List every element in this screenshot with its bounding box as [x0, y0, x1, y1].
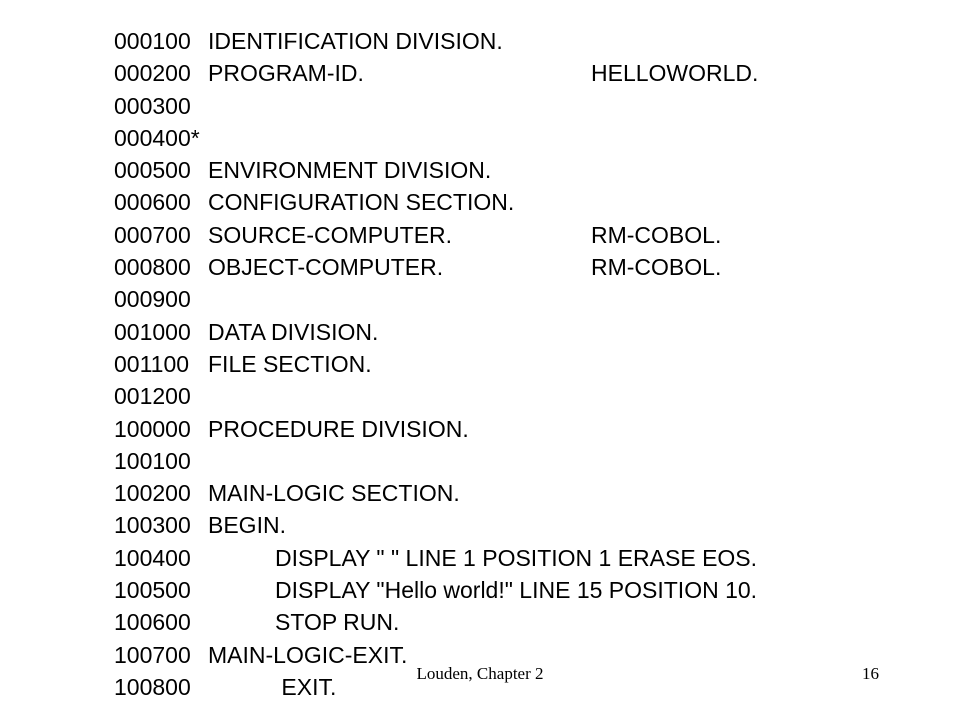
line-number: 100000 [114, 415, 191, 442]
code-statement: SOURCE-COMPUTER. [208, 221, 453, 248]
code-line: 100000 PROCEDURE DIVISION. [114, 413, 469, 445]
code-line: 000300 [114, 90, 208, 122]
line-number: 100100 [114, 447, 191, 474]
footer-source: Louden, Chapter 2 [416, 664, 544, 683]
code-value: HELLOWORLD. [591, 60, 759, 87]
code-line: 000500 ENVIRONMENT DIVISION. [114, 154, 491, 186]
code-statement: DISPLAY " " LINE 1 POSITION 1 ERASE EOS. [275, 544, 758, 571]
code-statement: CONFIGURATION SECTION. [208, 189, 515, 216]
line-number: 001200 [114, 383, 191, 410]
code-line: 100600 STOP RUN. [114, 606, 399, 638]
line-number: 001000 [114, 318, 191, 345]
code-value: RM-COBOL. [591, 221, 722, 248]
code-line: 000800 OBJECT-COMPUTER. RM-COBOL. [114, 251, 721, 283]
page-number: 16 [862, 664, 879, 683]
line-number: 000500 [114, 157, 191, 184]
code-statement: DATA DIVISION. [208, 318, 379, 345]
code-line: 100300 BEGIN. [114, 509, 286, 541]
line-number: 100300 [114, 512, 191, 539]
code-line: 100700 MAIN-LOGIC-EXIT. [114, 639, 407, 671]
code-line: 100100 [114, 445, 208, 477]
code-statement: STOP RUN. [275, 609, 400, 636]
line-number: 000800 [114, 254, 191, 281]
line-number: 000300 [114, 92, 191, 119]
code-statement: PROGRAM-ID. [208, 60, 364, 87]
line-number: 100200 [114, 480, 191, 507]
line-number: 100700 [114, 641, 191, 668]
line-number: 000900 [114, 286, 191, 313]
code-statement: PROCEDURE DIVISION. [208, 415, 469, 442]
code-line: 001100 FILE SECTION. [114, 348, 372, 380]
code-statement: IDENTIFICATION DIVISION. [208, 28, 503, 54]
line-number: 000600 [114, 189, 191, 216]
code-line: 000600 CONFIGURATION SECTION. [114, 186, 514, 218]
code-statement: DISPLAY "Hello world!" LINE 15 POSITION … [275, 577, 758, 604]
line-number: 100500 [114, 577, 191, 604]
code-line: 000400* [114, 122, 208, 154]
line-number: 000700 [114, 221, 191, 248]
code-statement: ENVIRONMENT DIVISION. [208, 157, 492, 184]
code-line: 001000 DATA DIVISION. [114, 316, 378, 348]
line-number: 100600 [114, 609, 191, 636]
code-statement: FILE SECTION. [208, 350, 372, 377]
line-number: 001100 [114, 350, 190, 377]
line-number: 000200 [114, 60, 191, 87]
code-line: 001200 [114, 380, 208, 412]
code-line: 000200 PROGRAM-ID. HELLOWORLD. [114, 57, 758, 89]
code-line: 000700 SOURCE-COMPUTER. RM-COBOL. [114, 219, 721, 251]
code-line: 000900 [114, 283, 208, 315]
code-statement: EXIT. [275, 673, 337, 700]
line-number: 000100 [114, 28, 191, 54]
code-statement: OBJECT-COMPUTER. [208, 254, 444, 281]
code-statement: BEGIN. [208, 512, 286, 539]
code-line: 100400 DISPLAY " " LINE 1 POSITION 1 ERAS… [114, 542, 757, 574]
line-number: 100800 [114, 673, 191, 700]
code-line: 100200 MAIN-LOGIC SECTION. [114, 477, 460, 509]
code-statement: MAIN-LOGIC SECTION. [208, 480, 460, 507]
code-line: 000100 IDENTIFICATION DIVISION. [114, 25, 503, 57]
code-value: RM-COBOL. [591, 254, 722, 281]
line-number: 100400 [114, 544, 191, 571]
code-listing: 000100 IDENTIFICATION DIVISION. 000200 PROG… [114, 25, 758, 703]
code-statement: MAIN-LOGIC-EXIT. [208, 641, 408, 668]
code-line: 100800 EXIT. [114, 671, 336, 703]
line-number: 000400* [114, 124, 200, 151]
code-line: 100500 DISPLAY "Hello world!" LINE 15 POS… [114, 574, 757, 606]
